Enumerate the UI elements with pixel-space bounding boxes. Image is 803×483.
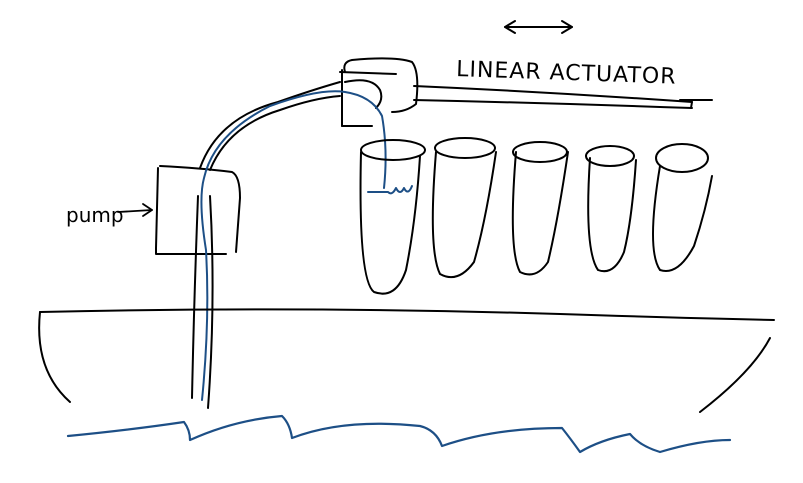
double-arrow-icon: [505, 21, 572, 33]
sample-tube-2: [433, 138, 496, 277]
sample-tube-3: [513, 142, 568, 274]
sample-tube-1: [361, 140, 425, 294]
water-flow-line: [201, 91, 385, 400]
sample-tube-4: [586, 146, 636, 271]
actuator-carriage: [340, 58, 417, 126]
sample-tubes: [361, 138, 712, 294]
sample-tube-5: [653, 144, 712, 271]
water-waves: [68, 416, 730, 452]
boat-hull: [39, 309, 774, 412]
pump-label: pump: [66, 203, 124, 227]
sample-water-level: [368, 186, 412, 193]
actuator-label: LINEAR ACTUATOR: [456, 57, 677, 90]
